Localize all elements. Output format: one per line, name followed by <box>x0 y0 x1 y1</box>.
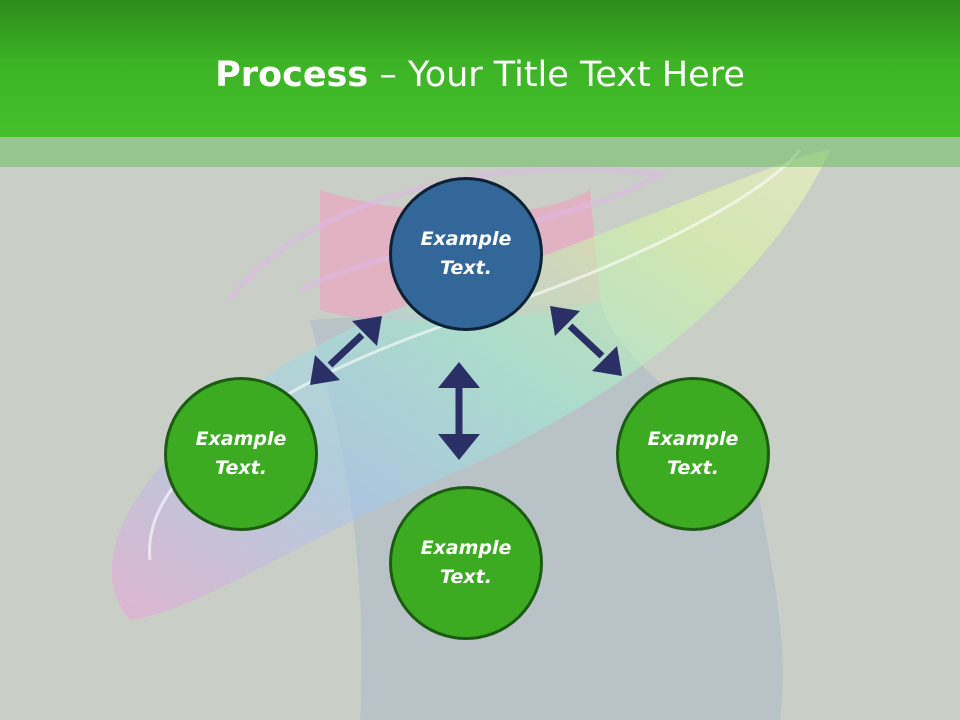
right-node-line1: Example <box>647 428 739 450</box>
arrow-top-left <box>310 316 382 385</box>
title-rest: – Your Title Text Here <box>368 55 745 95</box>
left-node-line2: Text. <box>215 457 267 479</box>
left-node[interactable]: Example Text. <box>164 377 318 531</box>
title-bar <box>0 0 960 137</box>
center-node-line1: Example <box>420 228 512 250</box>
center-node-line2: Text. <box>440 257 492 279</box>
bottom-node-line2: Text. <box>440 566 492 588</box>
title-band <box>0 137 960 167</box>
bottom-node[interactable]: Example Text. <box>389 486 543 640</box>
title-bold: Process <box>215 55 369 95</box>
arrow-vertical <box>438 362 480 460</box>
bottom-node-line1: Example <box>420 537 512 559</box>
right-node[interactable]: Example Text. <box>616 377 770 531</box>
left-node-line1: Example <box>195 428 287 450</box>
right-node-line2: Text. <box>667 457 719 479</box>
center-node[interactable]: Example Text. <box>389 177 543 331</box>
arrow-top-right <box>550 306 622 376</box>
slide-title: Process – Your Title Text Here <box>0 50 960 100</box>
